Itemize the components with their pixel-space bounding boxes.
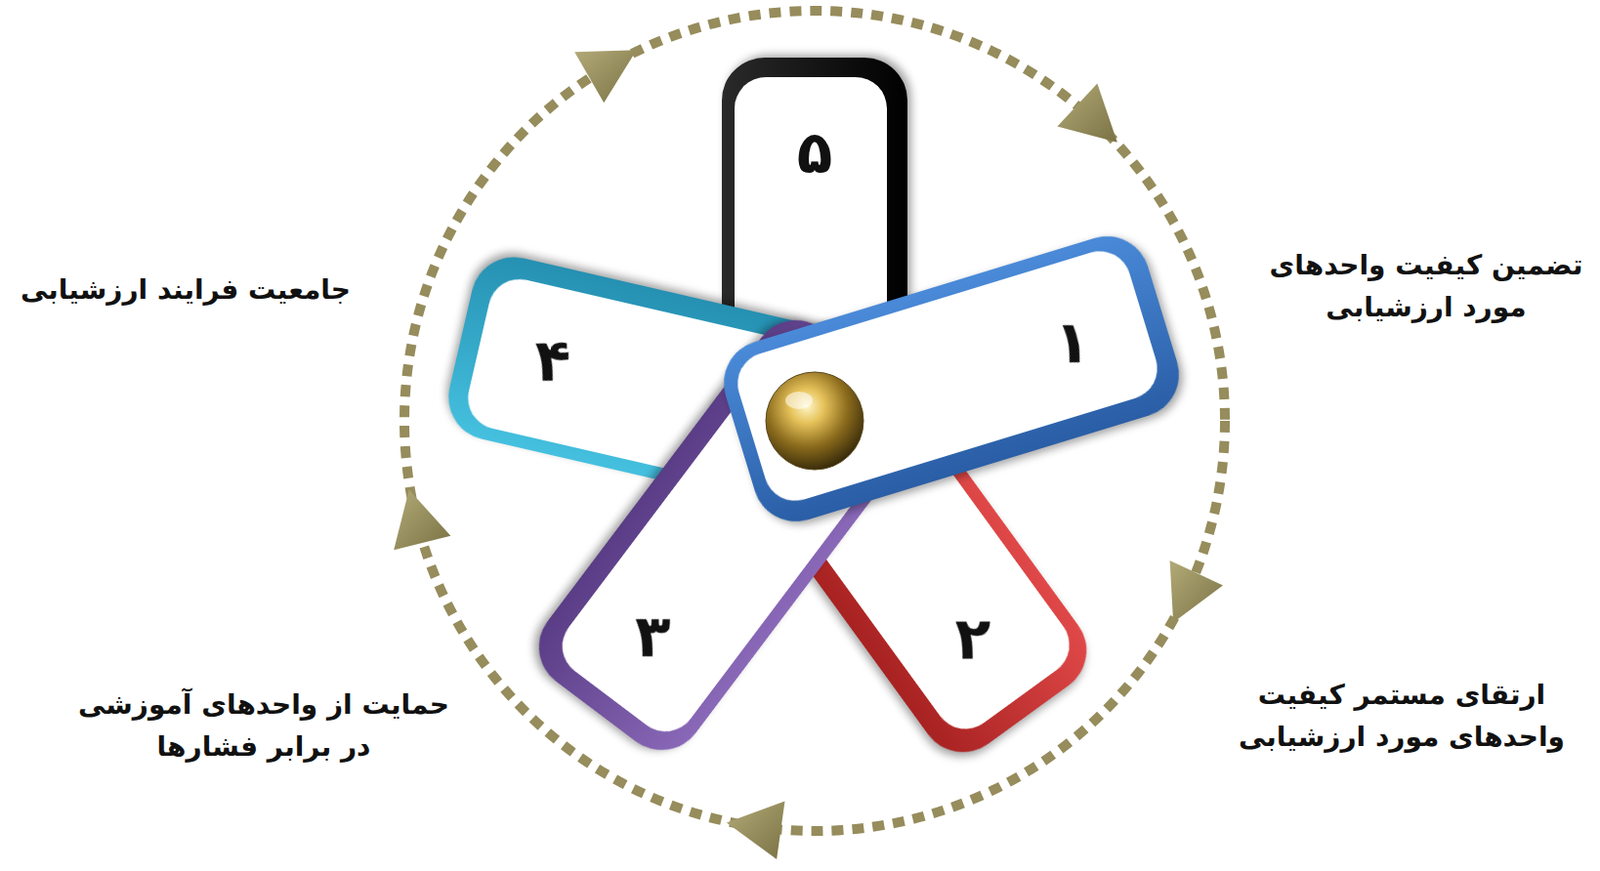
blade-frame bbox=[721, 57, 908, 500]
cycle-arrowhead bbox=[393, 490, 451, 551]
goal-label-box: ارتقای مستمر کیفیت واحدهای مورد ارزشیابی bbox=[1221, 673, 1583, 759]
goal-label-box: تضمین کیفیت واحدهای مورد ارزشیابی bbox=[1260, 244, 1593, 330]
callout-number: ۴ bbox=[535, 331, 572, 390]
blade-face bbox=[734, 77, 887, 486]
dashed-circle bbox=[404, 10, 1225, 832]
callout-number: ۲ bbox=[954, 608, 991, 668]
callout-number: ۱ bbox=[1052, 313, 1090, 373]
goal-label: جامعیت فرایند ارزشیابی bbox=[9, 268, 362, 311]
goal-label: تضمین کیفیت واحدهای مورد ارزشیابی bbox=[1260, 244, 1593, 330]
goal-label: ارتقای مستمر کیفیت واحدهای مورد ارزشیابی bbox=[1221, 673, 1583, 759]
callout-number: ۳ bbox=[634, 605, 672, 665]
cycle-arrowhead bbox=[574, 49, 636, 103]
cycle-arrowhead bbox=[726, 801, 786, 860]
cycle-arrowhead bbox=[1056, 84, 1117, 143]
cycle-arrowhead bbox=[1170, 560, 1223, 623]
goal-label: حمایت از واحدهای آموزشی در برابر فشارها bbox=[58, 683, 469, 769]
goal-label-box: حمایت از واحدهای آموزشی در برابر فشارها bbox=[58, 683, 469, 769]
callout-number: ۵ bbox=[797, 123, 834, 182]
goal-label-box: جامعیت فرایند ارزشیابی bbox=[9, 268, 362, 311]
arrowheads bbox=[393, 49, 1223, 860]
